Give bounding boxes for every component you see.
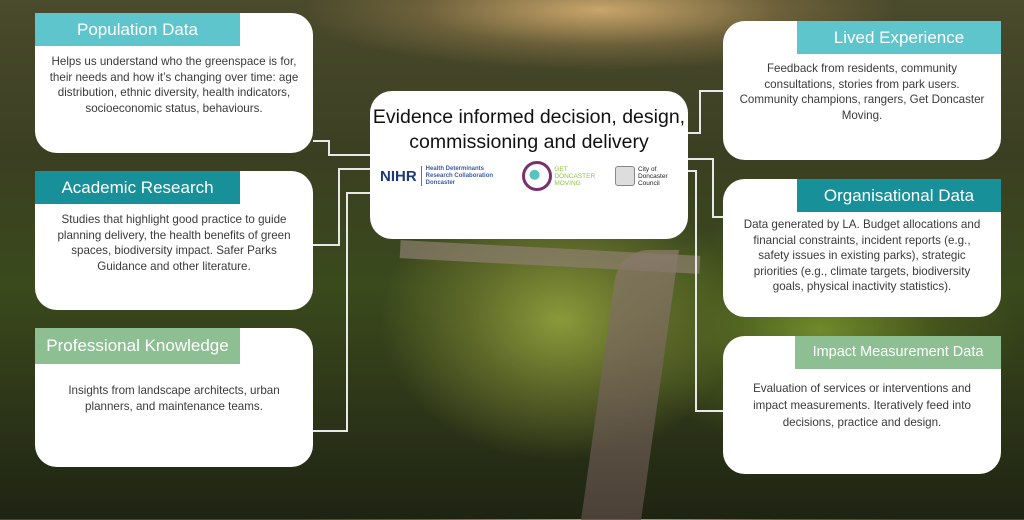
card-text: Evaluation of services or interventions … [753, 382, 971, 429]
central-goal-card: Evidence informed decision, design, comm… [370, 91, 688, 239]
connector [328, 154, 370, 156]
partner-logos: NIHR Health Determinants Research Collab… [370, 161, 688, 191]
connector [699, 90, 701, 134]
card-title: Academic Research [35, 171, 240, 204]
get-doncaster-moving-logo: GET DONCASTER MOVING [522, 161, 596, 191]
card-text: Insights from landscape architects, urba… [68, 384, 280, 413]
connector [695, 170, 697, 412]
card-text: Helps us understand who the greenspace i… [49, 55, 299, 115]
card-title: Organisational Data [797, 179, 1001, 212]
connector [712, 158, 714, 218]
card-population-data: Population Data Helps us understand who … [35, 13, 313, 153]
nihr-text: Health Determinants Research Collaborati… [425, 165, 494, 186]
card-academic-research: Academic Research Studies that highlight… [35, 171, 313, 310]
card-title: Population Data [35, 13, 240, 46]
nihr-mark: NIHR [380, 167, 417, 185]
connector [699, 90, 723, 92]
card-lived-experience: Lived Experience Feedback from residents… [723, 21, 1001, 160]
doncaster-council-logo: City of Doncaster Council [614, 165, 678, 187]
central-goal-title: Evidence informed decision, design, comm… [372, 106, 686, 153]
connector [688, 132, 701, 134]
connector [313, 430, 348, 432]
gdm-emblem-icon [522, 161, 553, 191]
card-impact-measurement-data: Impact Measurement Data Evaluation of se… [723, 336, 1001, 474]
connector [338, 168, 370, 170]
connector [712, 216, 723, 218]
card-text: Studies that highlight good practice to … [57, 213, 291, 273]
connector [695, 410, 723, 412]
card-title: Impact Measurement Data [795, 336, 1001, 369]
council-crest-icon [614, 166, 635, 186]
card-text: Feedback from residents, community consu… [739, 62, 985, 122]
connector [346, 192, 348, 432]
connector [313, 140, 329, 142]
connector [688, 170, 697, 172]
gdm-text: GET DONCASTER MOVING [554, 165, 596, 187]
connector [346, 192, 370, 194]
connector [328, 140, 330, 156]
card-professional-knowledge: Professional Knowledge Insights from lan… [35, 328, 313, 467]
card-organisational-data: Organisational Data Data generated by LA… [723, 179, 1001, 317]
card-text: Data generated by LA. Budget allocations… [743, 218, 981, 293]
nihr-logo: NIHR Health Determinants Research Collab… [380, 166, 504, 187]
park-path [581, 250, 679, 520]
connector [313, 244, 340, 246]
card-title: Lived Experience [797, 21, 1001, 54]
connector [338, 168, 340, 246]
connector [688, 158, 714, 160]
council-text: City of Doncaster Council [637, 165, 668, 187]
card-title: Professional Knowledge [35, 328, 240, 364]
